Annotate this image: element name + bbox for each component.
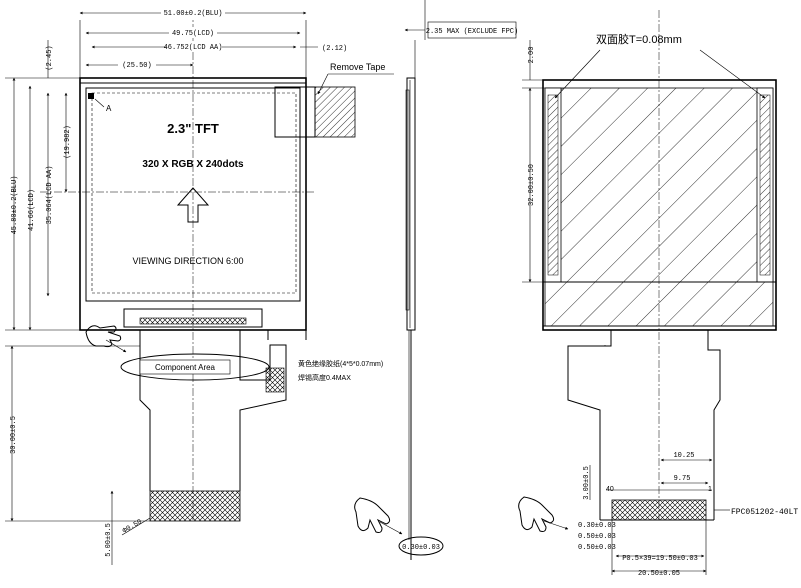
active-area bbox=[91, 92, 297, 294]
dim-d2: 0.50±0.03 bbox=[578, 533, 616, 541]
panel-title: 2.3" TFT bbox=[167, 121, 219, 136]
driver-ic bbox=[123, 308, 263, 328]
dim-total: 20.50±0.05 bbox=[638, 570, 680, 578]
dim-d1: 0.30±0.03 bbox=[578, 522, 616, 530]
dim-10-25: 10.25 bbox=[673, 452, 694, 460]
dim-aa-height: 35.064(LCD AA) bbox=[46, 166, 54, 225]
fpc-thickness-ellipse bbox=[398, 536, 444, 556]
top-dims: 51.00±0.2(BLU) 49.75(LCD) 46.752(LCD AA)… bbox=[79, 7, 347, 78]
left-dims: 45.80±0.2(BLU) 41.66(LCD) 35.064(LCD AA)… bbox=[5, 40, 151, 565]
dim-right-gap: (2.12) bbox=[322, 45, 347, 53]
fpc-part-number: FPC051202-40LT bbox=[731, 508, 798, 517]
dim-lcd-height: 41.66(LCD) bbox=[28, 189, 36, 231]
dim-d3: 0.50±0.03 bbox=[578, 544, 616, 552]
dim-lcd-width: 49.75(LCD) bbox=[172, 30, 214, 38]
back-fpc-gold bbox=[611, 499, 707, 521]
back-fpc-outline bbox=[567, 330, 721, 470]
component-solder bbox=[265, 367, 285, 393]
side-module bbox=[406, 77, 416, 331]
insulation-note: 黄色绝缘胶纸(4*5*0.07mm) bbox=[298, 359, 383, 368]
dim-top-gap: (2.45) bbox=[46, 45, 54, 70]
front-view: A Remove Tape 2.3" TFT 320 X RGB X 240do… bbox=[5, 7, 394, 565]
remove-tape-tab bbox=[314, 86, 356, 138]
remove-tape-box bbox=[274, 86, 316, 138]
dim-outline-height: 45.80±0.2(BLU) bbox=[11, 176, 19, 235]
pin-a-label: A bbox=[106, 104, 112, 113]
dim-half-height: (19.982) bbox=[64, 125, 72, 159]
hand-pointer-icon bbox=[518, 496, 569, 532]
dim-fpc-tail: 5.00±0.5 bbox=[105, 523, 113, 557]
back-outline bbox=[542, 79, 777, 331]
dim-aa-width: 46.752(LCD AA) bbox=[164, 44, 223, 52]
back-top-gap: 2.00 bbox=[528, 47, 536, 64]
back-tape-label: 双面胶T=0.08mm bbox=[596, 32, 682, 46]
dim-9-75: 9.75 bbox=[674, 475, 691, 483]
dim-pitch: P0.5×39=19.50±0.03 bbox=[622, 555, 698, 563]
side-fpc-thickness: 0.30±0.03 bbox=[402, 544, 440, 552]
side-view: 2.35 MAX (EXCLUDE FPC) 0.30±0.03 bbox=[354, 0, 518, 560]
remove-tape-label: Remove Tape bbox=[330, 62, 385, 72]
pin-40-label: 40 bbox=[606, 486, 614, 493]
back-height: 32.00±0.50 bbox=[528, 164, 536, 206]
dim-fpc-length: 30.00±0.5 bbox=[10, 416, 18, 454]
dim-offset-x: (25.50) bbox=[122, 62, 151, 70]
fpc-outline bbox=[139, 330, 287, 470]
back-view: 双面胶T=0.08mm 32.00±0.50 2.00 40 1 FPC0512… bbox=[518, 10, 798, 578]
pin-1-label: 1 bbox=[708, 486, 712, 493]
component-area-ellipse bbox=[120, 353, 270, 381]
component-area-label: Component Area bbox=[155, 363, 216, 372]
gold-length: 3.00±0.5 bbox=[583, 466, 591, 500]
side-thickness: 2.35 MAX (EXCLUDE FPC) bbox=[426, 28, 518, 36]
fpc-gold-fingers bbox=[149, 490, 241, 522]
viewing-direction: VIEWING DIRECTION 6:00 bbox=[132, 256, 243, 266]
pin-a-marker bbox=[88, 93, 94, 99]
panel-resolution: 320 X RGB X 240dots bbox=[142, 159, 244, 170]
solder-note: 焊锡高度0.4MAX bbox=[298, 373, 351, 382]
dim-outline-width: 51.00±0.2(BLU) bbox=[164, 10, 223, 18]
viewing-arrow bbox=[176, 187, 210, 223]
hand-pointer-icon bbox=[354, 497, 403, 535]
